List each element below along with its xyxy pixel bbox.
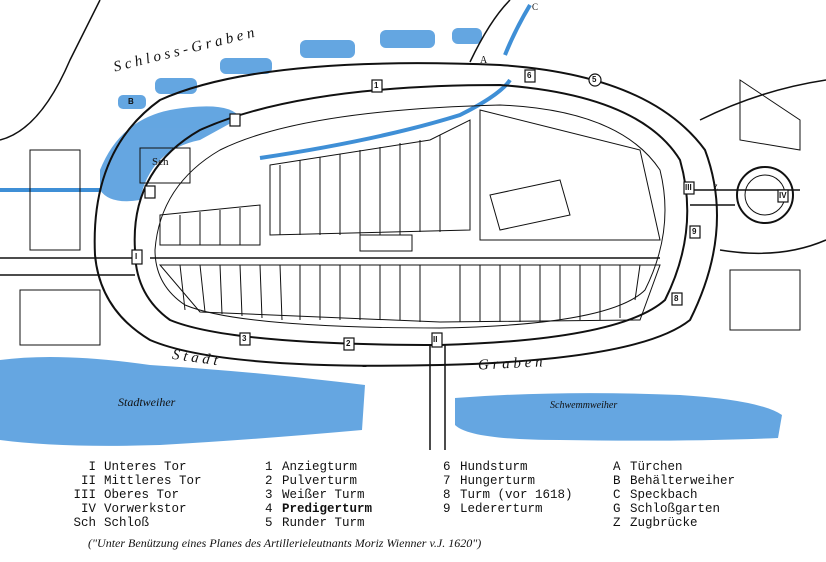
legend-label: Speckbach	[630, 488, 698, 502]
road-south	[429, 345, 446, 450]
behaelterweiher-5	[380, 30, 435, 48]
legend-label: Schloß	[104, 516, 150, 530]
tuerchen-label: A	[480, 55, 488, 66]
behaelterweiher-3	[220, 58, 272, 74]
legend-key: C	[613, 488, 621, 502]
behaelterweiher-2	[155, 78, 197, 94]
legend-label: Hungerturm	[460, 474, 536, 488]
legend-label: Unteres Tor	[104, 460, 187, 474]
legend-label: Oberes Tor	[104, 488, 180, 502]
schwemmweiher-label: Schwemmweiher	[550, 400, 618, 411]
ponds	[0, 28, 782, 446]
gate-marker-III: III	[685, 183, 692, 192]
inner-stream	[259, 78, 512, 160]
speckbach-label: C	[532, 2, 539, 12]
legend-label: Anziegturm	[282, 460, 358, 474]
house-blocks	[19, 79, 801, 346]
legend-label: Zugbrücke	[630, 516, 698, 530]
tower-marker-5: 5	[592, 75, 597, 84]
legend-key: IV	[80, 502, 96, 516]
road-north	[469, 0, 511, 63]
legend-key: III	[73, 488, 96, 502]
legend-key: 3	[265, 488, 273, 502]
speckbach-stream	[503, 3, 532, 56]
legend-label: Hundsturm	[460, 460, 528, 474]
legend-label: Mittleres Tor	[104, 474, 202, 488]
legend-key: 1	[265, 460, 273, 474]
outer-moat-line	[93, 62, 718, 367]
zugbruecke-label: Z	[713, 183, 718, 192]
legend-key: II	[80, 474, 96, 488]
legend-key: G	[613, 502, 621, 516]
legend-key: 6	[443, 460, 451, 474]
legend-key: 7	[443, 474, 451, 488]
stadtweiher-label: Stadtweiher	[118, 395, 176, 409]
road-west	[0, 257, 135, 276]
church-building	[489, 179, 571, 231]
vorwerk-bastion	[736, 166, 794, 224]
legend-key: 5	[265, 516, 273, 530]
legend-key: I	[88, 460, 96, 474]
legend-label: Türchen	[630, 460, 683, 474]
schloss-label: Sch	[152, 156, 169, 168]
tower-markers	[131, 69, 789, 351]
gate-marker-IV: IV	[779, 191, 787, 200]
stadtweiher-pond	[0, 356, 365, 446]
legend-key: 2	[265, 474, 273, 488]
legend-key: Z	[613, 516, 621, 530]
tower-marker-9: 9	[692, 227, 697, 236]
legend-label: Predigerturm	[282, 502, 373, 516]
source-caption: ("Unter Benützung eines Planes des Artil…	[88, 536, 482, 550]
legend-key: B	[613, 474, 621, 488]
behaelterweiher-4	[300, 40, 355, 58]
legend-label: Weißer Turm	[282, 488, 365, 502]
streams	[0, 3, 532, 192]
schlossgarten-water	[100, 106, 240, 202]
tower-marker-1: 1	[374, 81, 379, 90]
roads-outer	[0, 0, 826, 255]
legend-label: Vorwerkstor	[104, 502, 187, 516]
legend-label: Turm (vor 1618)	[460, 488, 573, 502]
tower-marker-6: 6	[527, 71, 532, 80]
legend-label: Schloßgarten	[630, 502, 721, 516]
legend-label: Ledererturm	[460, 502, 543, 516]
market-building	[359, 234, 413, 252]
legend-key: Sch	[73, 516, 96, 530]
behaelterweiher-1	[118, 95, 146, 109]
fortifications	[0, 0, 826, 450]
schwemmweiher-pond	[455, 393, 782, 441]
tower-marker-3: 3	[242, 334, 247, 343]
legend-key: 4	[265, 502, 273, 516]
behaelterweiher-label: B	[128, 97, 134, 106]
gate-marker-I: I	[135, 252, 138, 261]
legend-label: Runder Turm	[282, 516, 365, 530]
stadtgraben-label-2: G r a b e n	[477, 354, 543, 374]
schloss-building	[139, 147, 191, 184]
legend-label: Pulverturm	[282, 474, 358, 488]
stadtgraben-label-dash: -	[362, 358, 367, 374]
legend-key: A	[613, 460, 621, 474]
tower-marker-8: 8	[674, 294, 679, 303]
legend-key: 8	[443, 488, 451, 502]
gate-marker-II: II	[433, 335, 438, 344]
inner-street-ring	[154, 104, 666, 329]
legend-key: 9	[443, 502, 451, 516]
legend-label: Behälterweiher	[630, 474, 736, 488]
behaelterweiher-6	[452, 28, 482, 44]
tower-marker-2: 2	[346, 339, 351, 348]
